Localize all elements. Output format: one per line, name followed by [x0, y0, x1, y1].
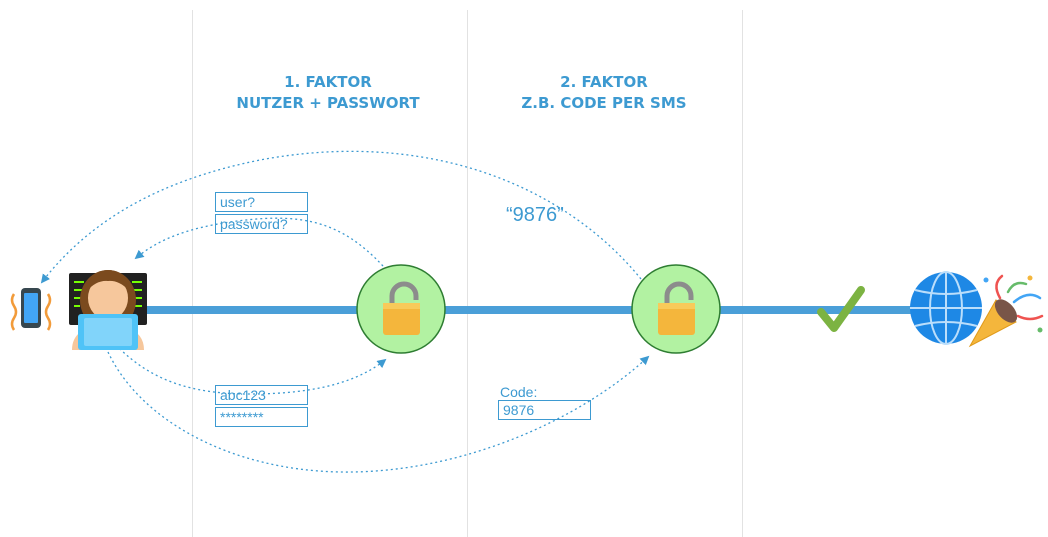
- sms-code-message: “9876”: [506, 204, 564, 226]
- factor1-heading: 1. FAKTOR NUTZER + PASSWORT: [218, 72, 438, 114]
- factor2-heading-line1: 2. FAKTOR: [560, 73, 648, 91]
- divider-3: [742, 10, 743, 537]
- divider-1: [192, 10, 193, 537]
- factor1-heading-line1: 1. FAKTOR: [284, 73, 372, 91]
- divider-2: [467, 10, 468, 537]
- party-popper-icon: [968, 274, 1044, 348]
- code-label: Code:: [500, 384, 538, 400]
- vibrating-phone-icon: [10, 288, 52, 331]
- globe-icon: [910, 271, 982, 345]
- arrow-credentials-submit: [115, 344, 387, 395]
- username-input[interactable]: abc123: [215, 385, 308, 405]
- check-mark-icon: [817, 286, 865, 332]
- factor2-heading-line2: Z.B. CODE PER SMS: [521, 94, 687, 112]
- code-input[interactable]: 9876: [498, 400, 591, 420]
- padlock-circle-2: [631, 264, 721, 354]
- user-prompt-field: user?: [215, 192, 308, 212]
- open-padlock-icon: [664, 281, 694, 305]
- open-padlock-icon: [389, 281, 419, 305]
- password-prompt-field: password?: [215, 214, 308, 234]
- factor1-heading-line2: NUTZER + PASSWORT: [236, 94, 420, 112]
- arrow-sms-to-phone: [40, 150, 642, 284]
- password-input[interactable]: ********: [215, 407, 308, 427]
- timeline-bar: [100, 306, 940, 314]
- arrow-password-request: [134, 217, 384, 267]
- woman-technologist-icon: [69, 270, 147, 350]
- padlock-circle-1: [356, 264, 446, 354]
- factor2-heading: 2. FAKTOR Z.B. CODE PER SMS: [494, 72, 714, 114]
